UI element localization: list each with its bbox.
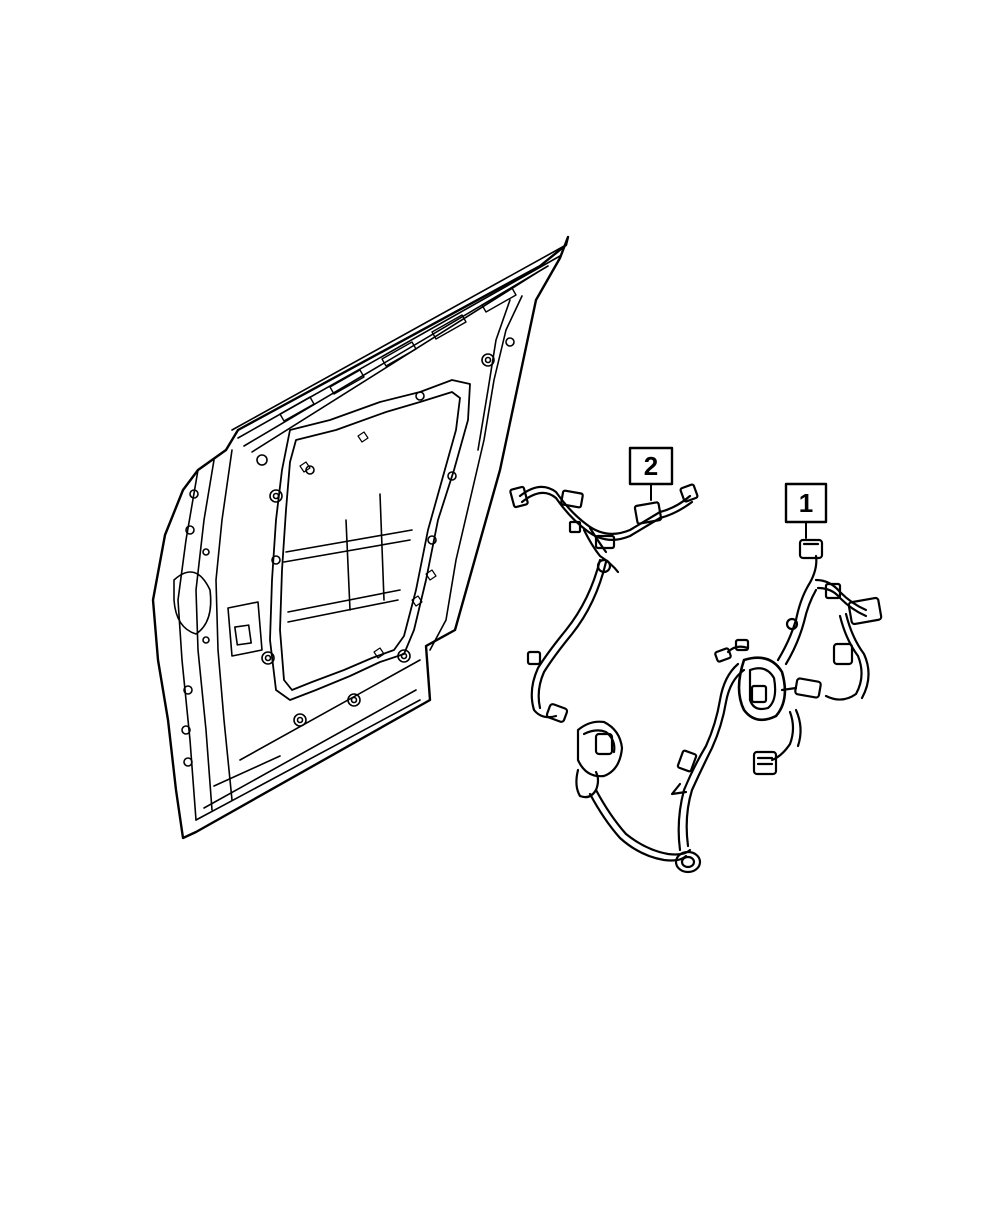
door-jumper-harness-drawing xyxy=(509,483,699,723)
callout-1-number: 1 xyxy=(799,488,813,518)
window-aperture xyxy=(269,379,471,701)
door-wiring-harness-drawing xyxy=(575,538,883,874)
panel-harness-clips xyxy=(299,431,437,659)
belt-clip-slots xyxy=(279,287,517,422)
callout-1[interactable]: 1 xyxy=(784,482,828,539)
panel-clip-holes xyxy=(256,337,515,727)
callout-1-box xyxy=(784,482,828,524)
hinge-bolts xyxy=(181,489,210,767)
callout-2[interactable]: 2 xyxy=(628,446,674,501)
door-inner-panel xyxy=(151,235,570,840)
callout-2-number: 2 xyxy=(644,451,658,481)
callout-2-box xyxy=(628,446,674,486)
